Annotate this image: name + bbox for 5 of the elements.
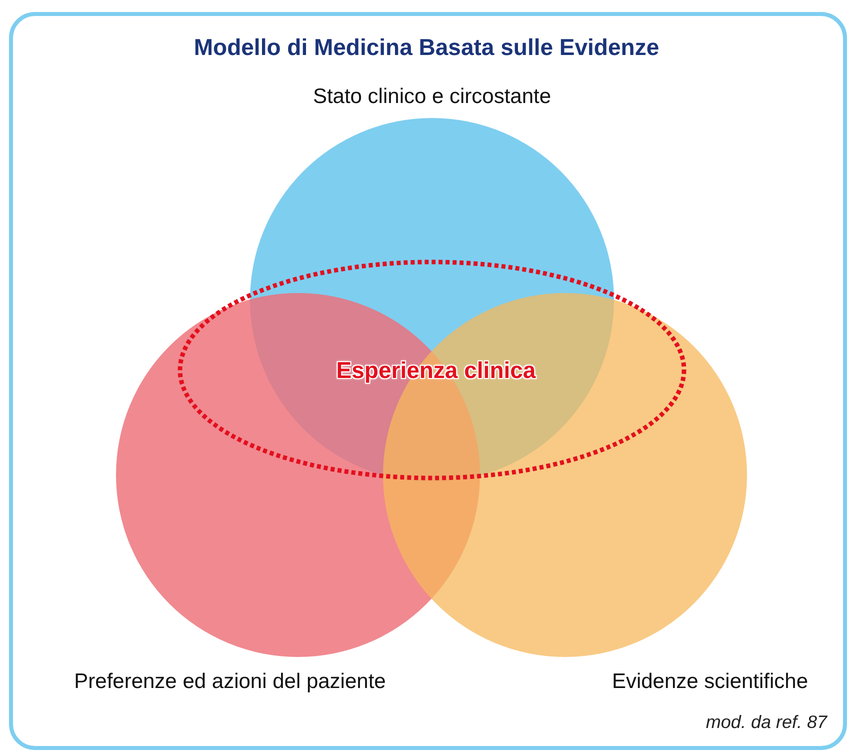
circle-label: Evidenze scientifiche (612, 670, 808, 694)
caption: mod. da ref. 87 (706, 712, 827, 733)
circle-label: Stato clinico e circostante (312, 85, 552, 109)
circle-label: Preferenze ed azioni del paziente (74, 670, 386, 694)
diagram-title: Modello di Medicina Basata sulle Evidenze (194, 34, 660, 61)
